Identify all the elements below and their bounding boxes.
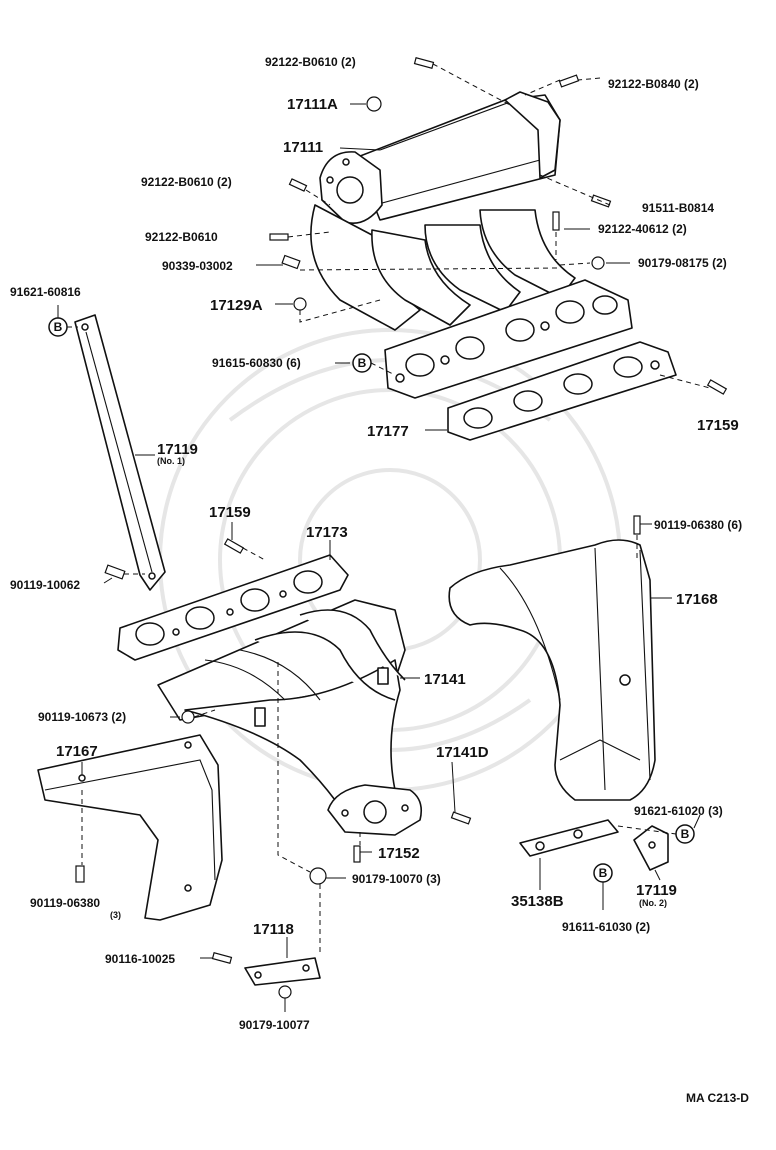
label-91621-60816[interactable]: 91621-60816	[10, 285, 81, 299]
exhaust-manifold[interactable]	[157, 599, 423, 836]
label-17152[interactable]: 17152	[378, 845, 420, 862]
manifold-heat-insulator[interactable]	[448, 539, 656, 801]
nut-90179-10070[interactable]	[309, 867, 327, 885]
bolt-17111a[interactable]	[366, 96, 382, 112]
label-17141[interactable]: 17141	[424, 671, 466, 688]
stay-35138b[interactable]	[519, 819, 619, 857]
intake-manifold[interactable]	[310, 91, 633, 399]
label-17159[interactable]: 17159	[209, 504, 251, 521]
manifold-stay-no1[interactable]	[74, 314, 166, 591]
label-17118[interactable]: 17118	[253, 921, 294, 938]
label-90119-06380-3[interactable]: 90119-06380	[30, 896, 100, 910]
label-90179-10077[interactable]: 90179-10077	[239, 1018, 310, 1032]
b-marker-91621-60816: B	[48, 317, 68, 337]
label-92122-b0840[interactable]: 92122-B0840 (2)	[608, 77, 699, 91]
bolt-90119-06380-6[interactable]	[633, 515, 641, 535]
label-qty3: (3)	[110, 910, 121, 920]
plug-17129a[interactable]	[293, 297, 307, 311]
label-92122-b0610-2b[interactable]: 92122-B0610 (2)	[141, 175, 232, 189]
svg-text:B: B	[599, 866, 608, 880]
label-90119-10062[interactable]: 90119-10062	[10, 578, 80, 592]
part-labels: 92122-B0610 (2) 92122-B0840 (2) 17111A 1…	[10, 55, 749, 1105]
stud-17141d[interactable]	[450, 811, 472, 825]
stud-92122-40612[interactable]	[552, 211, 560, 231]
fasteners	[75, 57, 728, 999]
label-90119-10673[interactable]: 90119-10673 (2)	[38, 710, 126, 724]
stud-17159-top[interactable]	[706, 379, 728, 395]
label-90116-10025[interactable]: 90116-10025	[105, 952, 175, 966]
diagram-code: MA C213-D	[686, 1091, 749, 1105]
label-no1: (No. 1)	[157, 456, 185, 466]
stud-92122-b0610-top[interactable]	[413, 57, 435, 69]
bolt-90119-10673[interactable]	[181, 710, 195, 724]
label-17159-top[interactable]: 17159	[697, 417, 739, 434]
label-17173[interactable]: 17173	[306, 524, 348, 541]
label-17141d[interactable]: 17141D	[436, 744, 489, 761]
label-90179-10070[interactable]: 90179-10070 (3)	[352, 872, 441, 886]
label-92122-b0610[interactable]: 92122-B0610	[145, 230, 218, 244]
leader-lines	[57, 63, 711, 1012]
nut-90179-10077[interactable]	[278, 985, 292, 999]
stud-17152[interactable]	[353, 845, 361, 863]
label-17111a[interactable]: 17111A	[287, 96, 338, 113]
union-90339-03002[interactable]	[281, 254, 301, 270]
lower-heat-insulator[interactable]	[37, 734, 223, 921]
intake-gasket[interactable]	[447, 341, 677, 441]
label-91615-60830[interactable]: 91615-60830 (6)	[212, 356, 301, 370]
svg-text:B: B	[54, 320, 63, 334]
stud-17159[interactable]	[223, 538, 245, 554]
b-marker-91621-61020: B	[675, 824, 695, 844]
label-92122-40612[interactable]: 92122-40612 (2)	[598, 222, 687, 236]
b-marker-91615: B	[352, 353, 372, 373]
b-marker-91611: B	[593, 863, 613, 883]
bolt-90119-06380-3[interactable]	[75, 865, 85, 883]
label-91611-61030[interactable]: 91611-61030 (2)	[562, 920, 650, 934]
label-92122-b0610-2a[interactable]: 92122-B0610 (2)	[265, 55, 356, 69]
label-91511-b0814[interactable]: 91511-B0814	[642, 201, 714, 215]
label-17129a[interactable]: 17129A	[210, 297, 263, 314]
nut-90179-08175[interactable]	[591, 256, 605, 270]
stud-92122-b0840[interactable]	[558, 74, 580, 88]
label-90179-08175[interactable]: 90179-08175 (2)	[638, 256, 727, 270]
exhaust-bracket[interactable]	[244, 957, 321, 986]
label-17111[interactable]: 17111	[283, 139, 323, 156]
manifold-stay-no2[interactable]	[633, 825, 669, 871]
svg-text:B: B	[358, 356, 367, 370]
label-17119-no2[interactable]: 17119	[636, 882, 677, 899]
label-17177[interactable]: 17177	[367, 423, 409, 440]
label-17168[interactable]: 17168	[676, 591, 718, 608]
stud-92122-b0610-mid[interactable]	[288, 178, 308, 192]
label-91621-61020[interactable]: 91621-61020 (3)	[634, 804, 723, 818]
stud-90116-10025[interactable]	[211, 952, 233, 964]
bolt-90119-10062[interactable]	[104, 564, 126, 580]
label-35138b[interactable]: 35138B	[511, 893, 564, 910]
label-90119-06380-6[interactable]: 90119-06380 (6)	[654, 518, 742, 532]
stud-92122-b0610[interactable]	[269, 233, 289, 241]
label-no2: (No. 2)	[639, 898, 667, 908]
svg-text:B: B	[681, 827, 690, 841]
label-17119-no1[interactable]: 17119	[157, 441, 198, 458]
label-17167[interactable]: 17167	[56, 743, 98, 760]
label-90339-03002[interactable]: 90339-03002	[162, 259, 233, 273]
